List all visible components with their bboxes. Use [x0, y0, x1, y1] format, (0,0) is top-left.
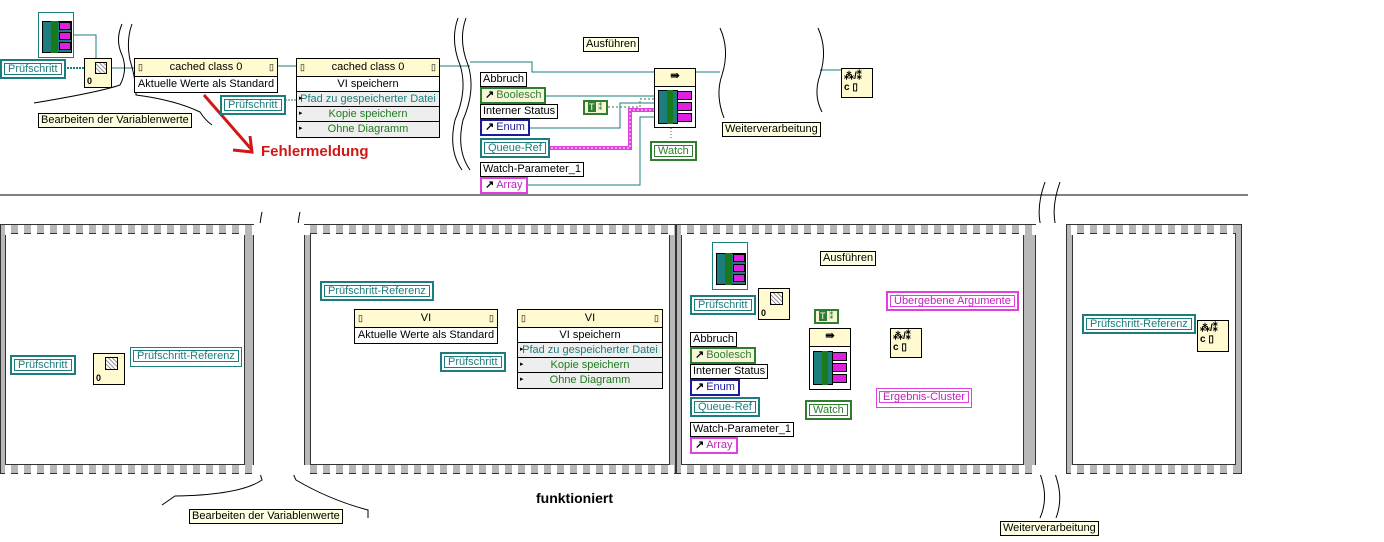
- array-constant[interactable]: ↗Array: [480, 177, 528, 194]
- run-vi-node[interactable]: ⇛: [809, 328, 851, 390]
- param-row[interactable]: ▸Ohne Diagramm: [518, 373, 662, 388]
- method-row[interactable]: VI speichern: [297, 77, 439, 92]
- pruefschritt-label: Prüfschritt: [4, 63, 62, 75]
- pruefschritt-referenz-indicator[interactable]: Prüfschritt-Referenz: [130, 347, 242, 367]
- class-name: cached class 0: [169, 61, 243, 73]
- cluster-constant-icon[interactable]: [38, 12, 74, 58]
- annotation-funktioniert: funktioniert: [536, 490, 613, 506]
- uebergebene-argumente-indicator[interactable]: Übergebene Argumente: [886, 291, 1019, 311]
- close-reference-icon[interactable]: ⁂/⁑c ▯: [890, 328, 922, 358]
- abbruch-label: Abbruch: [480, 72, 527, 87]
- param-row[interactable]: ▸Pfad zu gespeicherter Datei: [297, 92, 439, 107]
- method-row[interactable]: VI speichern: [518, 328, 662, 343]
- property-node-cached-class[interactable]: ▯cached class 0▯ Aktuelle Werte als Stan…: [134, 58, 278, 93]
- enum-constant[interactable]: ↗Enum: [480, 119, 530, 136]
- abbruch-label: Abbruch: [690, 332, 737, 347]
- to-more-specific-class-icon[interactable]: 0: [93, 353, 125, 385]
- comment-weiterverarbeitung: Weiterverarbeitung: [1000, 521, 1099, 536]
- ergebnis-cluster-indicator[interactable]: Ergebnis-Cluster: [876, 388, 972, 408]
- comment-ausfuehren: Ausführen: [583, 37, 640, 52]
- param-row[interactable]: ▸Pfad zu gespeicherter Datei: [518, 343, 662, 358]
- queue-ref-control[interactable]: Queue-Ref: [480, 138, 550, 158]
- error-annotation: Fehlermeldung: [261, 143, 369, 160]
- invoke-node-vi-speichern[interactable]: ▯cached class 0▯ VI speichern ▸Pfad zu g…: [296, 58, 440, 138]
- queue-ref-control[interactable]: Queue-Ref: [690, 397, 760, 417]
- interner-status-label: Interner Status: [480, 104, 559, 119]
- run-arrow-icon: ⇛: [810, 329, 850, 347]
- pruefschritt-control[interactable]: Prüfschritt: [440, 352, 506, 372]
- sprocket-top: [2, 225, 1240, 235]
- pruefschritt-control[interactable]: Prüfschritt: [10, 355, 76, 375]
- frame-gap: [254, 223, 304, 475]
- pruefschritt-control[interactable]: Prüfschritt: [0, 59, 66, 79]
- close-reference-icon[interactable]: ⁂/⁑c ▯: [841, 68, 873, 98]
- comment-bearbeiten: Bearbeiten der Variablenwerte: [189, 509, 343, 524]
- true-constant[interactable]: T ⁑: [814, 309, 839, 324]
- param-row[interactable]: ▸Ohne Diagramm: [297, 122, 439, 137]
- comment-ausfuehren: Ausführen: [820, 251, 877, 266]
- watch-indicator[interactable]: Watch: [650, 141, 697, 161]
- boolesch-constant[interactable]: ↗Boolesch: [480, 87, 547, 104]
- comment-weiterverarbeitung: Weiterverarbeitung: [722, 122, 821, 137]
- frame-gap: [1036, 223, 1066, 475]
- param-row[interactable]: ▸Kopie speichern: [297, 107, 439, 122]
- sprocket-bottom: [2, 465, 1240, 475]
- comment-bearbeiten: Bearbeiten der Variablenwerte: [38, 113, 192, 128]
- pruefschritt-indicator[interactable]: Prüfschritt: [220, 95, 286, 115]
- boolesch-constant[interactable]: ↗Boolesch: [690, 347, 757, 364]
- interner-status-label: Interner Status: [690, 364, 769, 379]
- property-row[interactable]: Aktuelle Werte als Standard: [137, 78, 275, 90]
- cluster-constant-icon[interactable]: [712, 242, 748, 290]
- pruefschritt-control[interactable]: Prüfschritt: [690, 295, 756, 315]
- watch-param-label: Watch-Parameter_1: [690, 422, 795, 437]
- run-arrow-icon: ⇛: [655, 69, 695, 87]
- to-more-specific-class-icon[interactable]: 0: [758, 288, 790, 320]
- class-name: cached class 0: [331, 61, 405, 73]
- array-constant[interactable]: ↗Array: [690, 437, 738, 454]
- enum-constant[interactable]: ↗Enum: [690, 379, 740, 396]
- property-row[interactable]: Aktuelle Werte als Standard: [357, 329, 495, 341]
- to-more-specific-class-icon[interactable]: 0: [84, 58, 112, 88]
- param-row[interactable]: ▸Kopie speichern: [518, 358, 662, 373]
- true-constant[interactable]: T ⁑: [583, 100, 608, 115]
- run-vi-node[interactable]: ⇛: [654, 68, 696, 128]
- pruefschritt-referenz-control[interactable]: Prüfschritt-Referenz: [320, 281, 434, 301]
- pruefschritt-referenz-control[interactable]: Prüfschritt-Referenz: [1082, 314, 1196, 334]
- property-node-vi[interactable]: ▯VI▯ Aktuelle Werte als Standard: [354, 309, 498, 344]
- watch-param-label: Watch-Parameter_1: [480, 162, 585, 177]
- invoke-node-vi-speichern[interactable]: ▯VI▯ VI speichern ▸Pfad zu gespeicherter…: [517, 309, 663, 389]
- close-reference-icon[interactable]: ⁂/⁑c ▯: [1197, 320, 1229, 352]
- watch-indicator[interactable]: Watch: [805, 400, 852, 420]
